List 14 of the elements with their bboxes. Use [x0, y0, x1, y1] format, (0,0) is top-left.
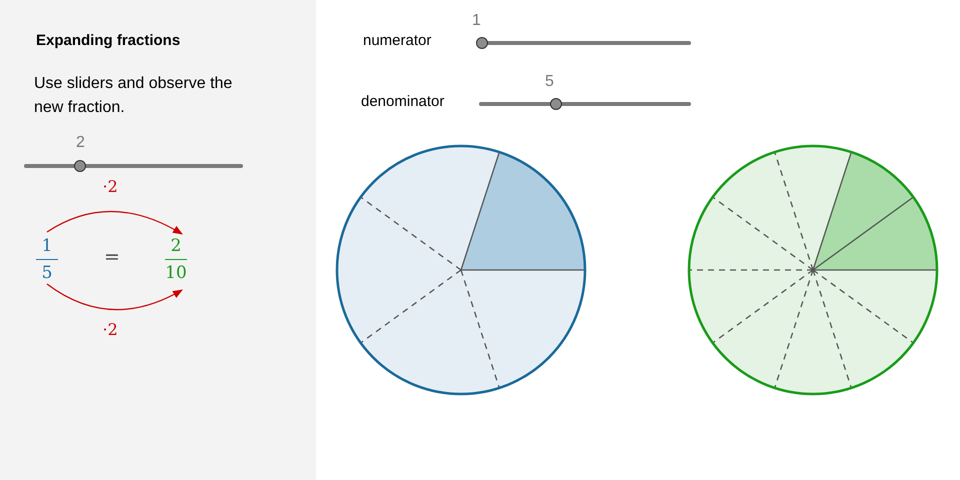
heading: Expanding fractions — [36, 32, 180, 49]
equals-sign: = — [104, 246, 120, 268]
edge-label: ·2 — [102, 177, 118, 196]
arrow — [46, 210, 183, 235]
edge-label: ·2 — [102, 320, 118, 339]
slider-value: 1 — [472, 12, 481, 30]
instruction-text: Use sliders and observe the new fraction. — [34, 74, 234, 118]
fraction: 2 10 — [161, 236, 191, 283]
slider-value: 5 — [545, 73, 554, 91]
slider-label: denominator — [361, 93, 444, 110]
arrow — [46, 284, 183, 310]
fraction: 1 5 — [32, 236, 62, 283]
slider-label: numerator — [363, 32, 432, 49]
slider-value: 2 — [76, 134, 85, 152]
